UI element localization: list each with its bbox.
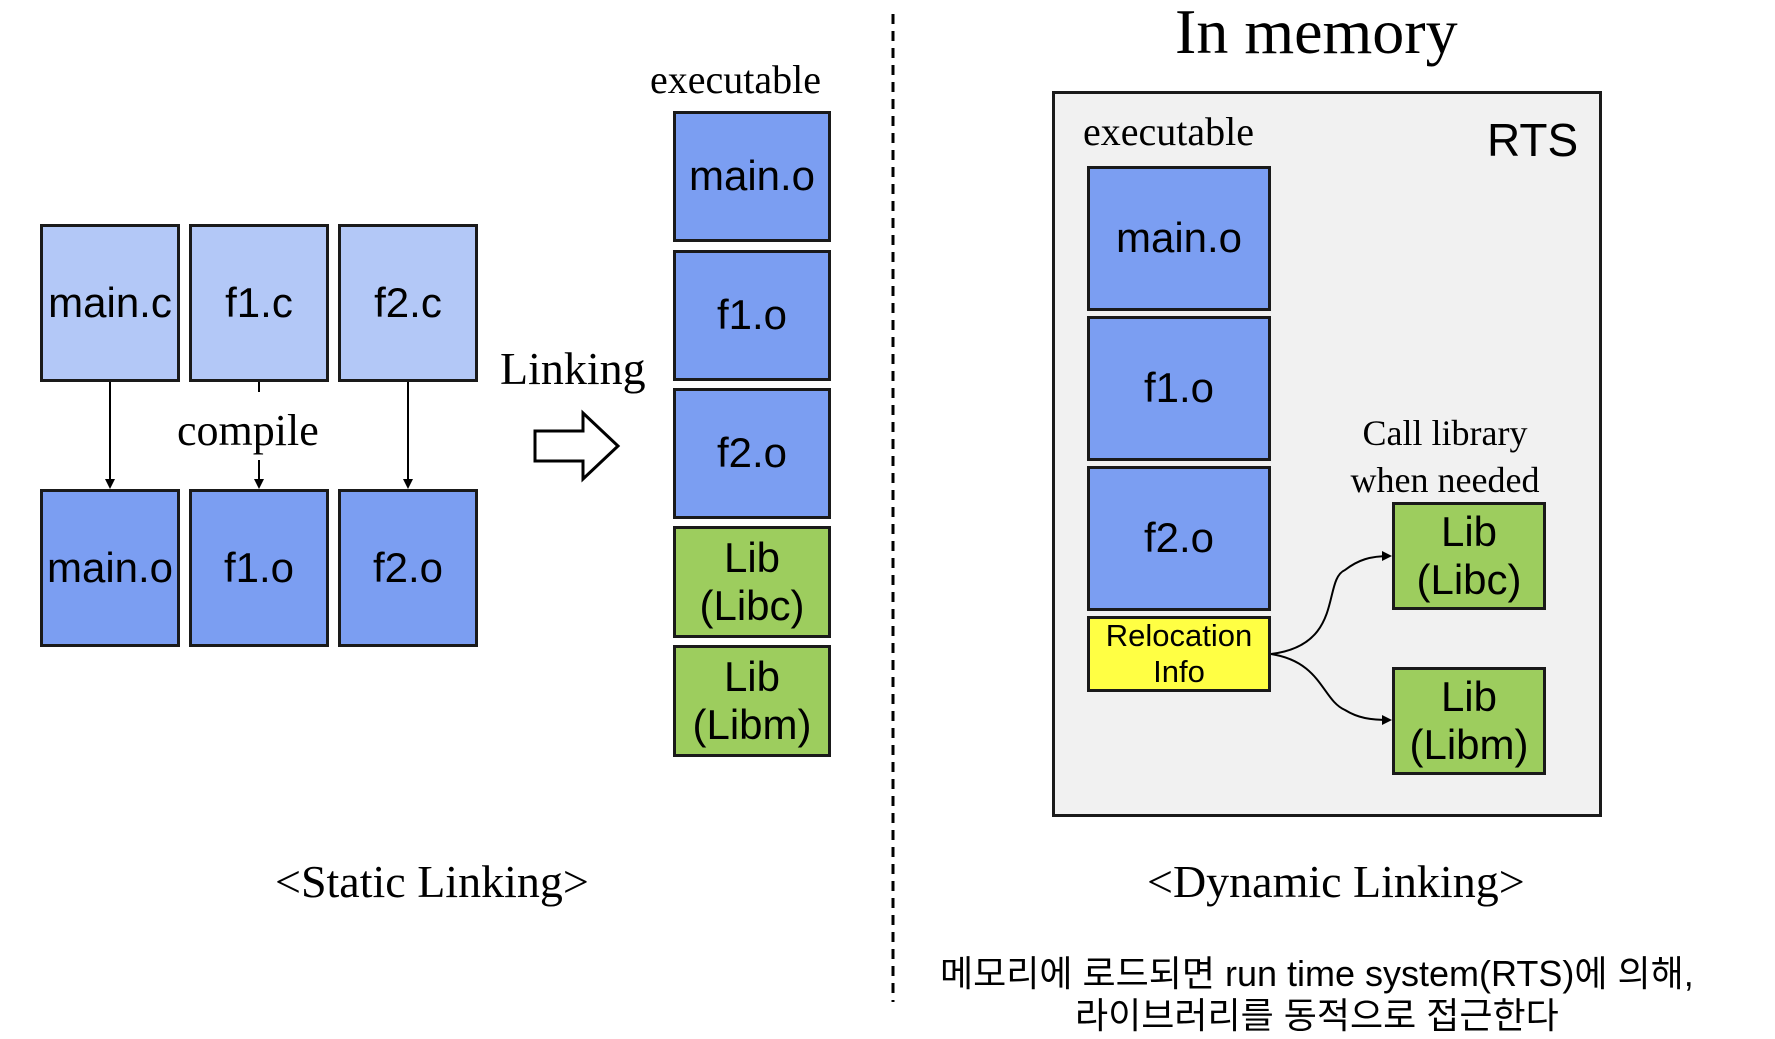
compile-label: compile xyxy=(177,406,319,455)
in-memory-title: In memory xyxy=(1175,0,1458,67)
linking-arrow-icon xyxy=(533,409,621,483)
static-lib-libm: Lib (Libm) xyxy=(673,645,831,757)
note-line-1: 메모리에 로드되면 run time system(RTS)에 의해, xyxy=(940,953,1694,994)
static-lib-libc: Lib (Libc) xyxy=(673,526,831,638)
dynamic-exe-f1: f1.o xyxy=(1087,316,1271,461)
static-linking-caption: <Static Linking> xyxy=(275,856,589,907)
object-file-f2: f2.o xyxy=(338,489,478,647)
rts-label: RTS xyxy=(1487,114,1579,166)
dynamic-exe-f2: f2.o xyxy=(1087,466,1271,611)
static-executable-label: executable xyxy=(650,57,821,102)
note-line-2: 라이브러리를 동적으로 접근한다 xyxy=(1075,995,1559,1036)
source-file-f1: f1.c xyxy=(189,224,329,382)
dynamic-lib-libm: Lib (Libm) xyxy=(1392,667,1546,775)
dynamic-exe-main: main.o xyxy=(1087,166,1271,311)
dynamic-linking-caption: <Dynamic Linking> xyxy=(1147,856,1525,907)
relocation-arrow-libc xyxy=(1270,551,1392,655)
object-file-f1: f1.o xyxy=(189,489,329,647)
source-file-main: main.c xyxy=(40,224,180,382)
object-file-main: main.o xyxy=(40,489,180,647)
relocation-arrow-libm xyxy=(1270,653,1392,725)
relocation-info-box: Relocation Info xyxy=(1087,616,1271,692)
static-exe-main: main.o xyxy=(673,111,831,242)
dynamic-executable-label: executable xyxy=(1083,109,1254,154)
call-library-label: Call library when needed xyxy=(1350,413,1540,500)
static-exe-f2: f2.o xyxy=(673,388,831,519)
source-file-f2: f2.c xyxy=(338,224,478,382)
dynamic-lib-libc: Lib (Libc) xyxy=(1392,502,1546,610)
static-exe-f1: f1.o xyxy=(673,250,831,381)
linking-label: Linking xyxy=(500,343,646,394)
